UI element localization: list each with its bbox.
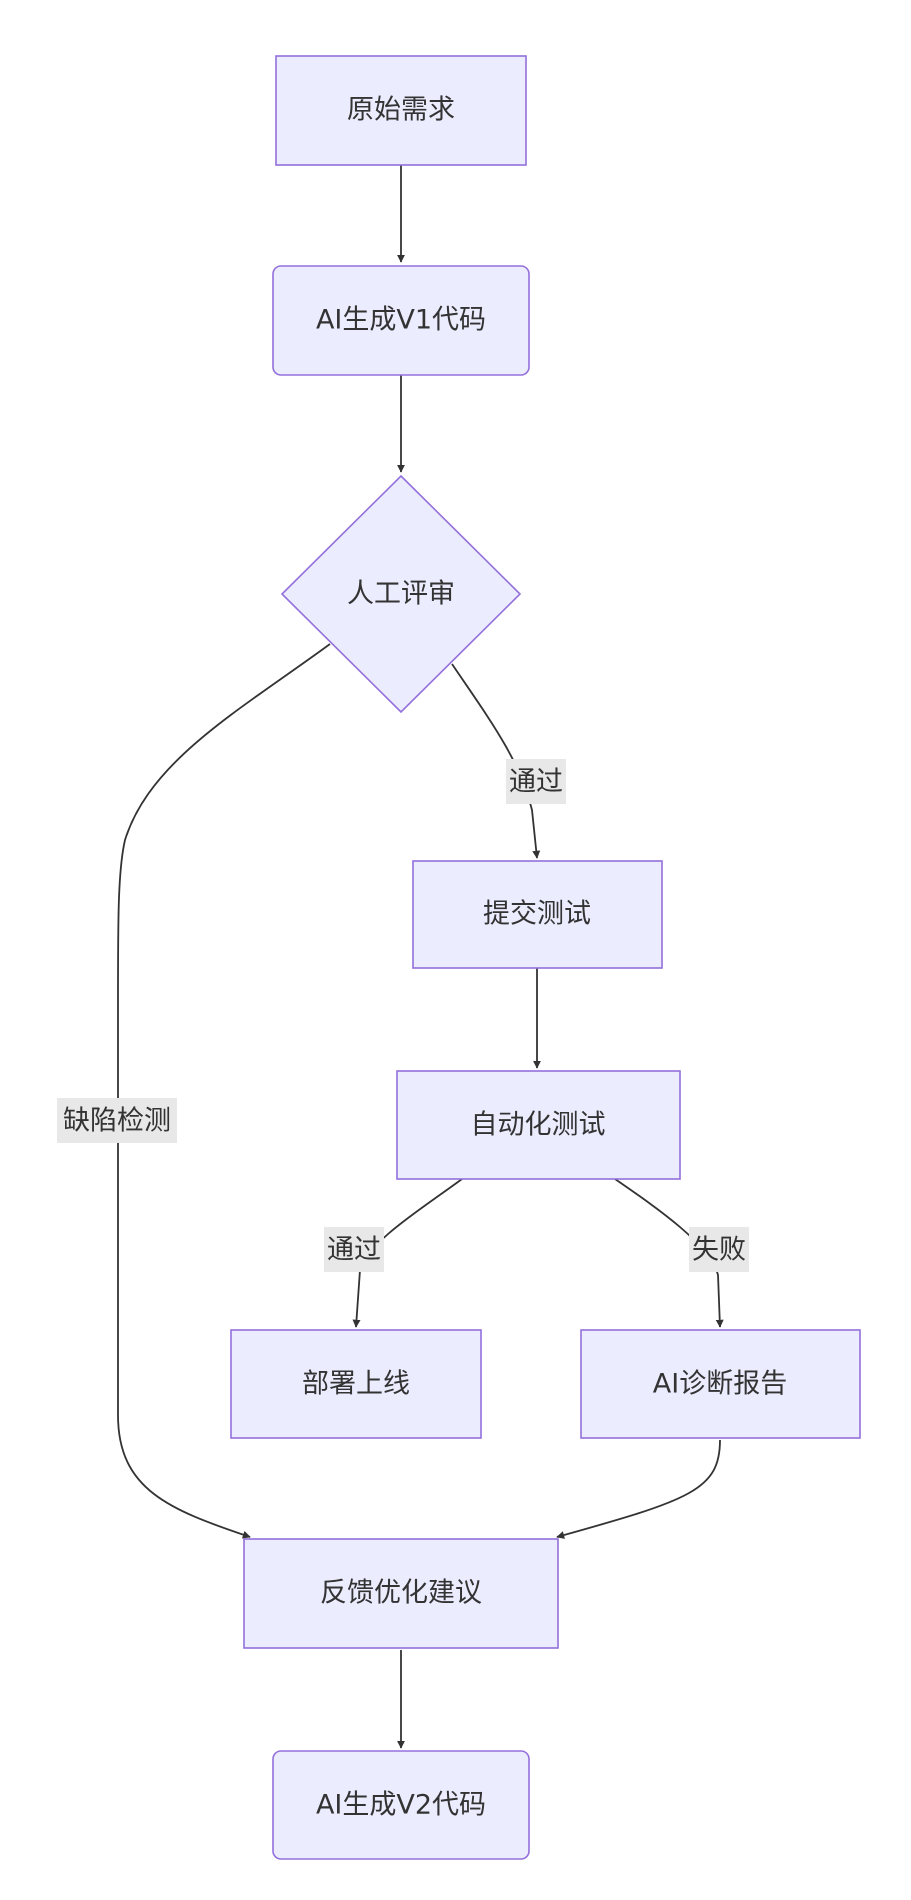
edge-label-defect: 缺陷检测 bbox=[57, 1098, 177, 1143]
node-automated-test: 自动化测试 bbox=[396, 1070, 681, 1180]
node-manual-review-label: 人工评审 bbox=[347, 579, 455, 610]
node-manual-review: 人工评审 bbox=[280, 474, 522, 714]
node-ai-generate-v1: AI生成V1代码 bbox=[272, 265, 530, 376]
node-original-requirement-label: 原始需求 bbox=[347, 95, 455, 126]
edge-diagnose-to-feedback bbox=[556, 1439, 721, 1539]
edge-labels: 通过 缺陷检测 通过 失败 bbox=[57, 759, 749, 1272]
edges bbox=[117, 165, 724, 1749]
edge-label-review-pass-text: 通过 bbox=[509, 767, 563, 798]
edge-label-test-fail-text: 失败 bbox=[692, 1235, 746, 1266]
node-ai-generate-v1-label: AI生成V1代码 bbox=[316, 305, 486, 336]
node-feedback-suggestions: 反馈优化建议 bbox=[243, 1538, 559, 1649]
node-deploy: 部署上线 bbox=[230, 1329, 482, 1439]
node-ai-diagnosis-report-label: AI诊断报告 bbox=[653, 1369, 787, 1400]
node-automated-test-label: 自动化测试 bbox=[471, 1110, 606, 1141]
edge-label-test-fail: 失败 bbox=[689, 1227, 749, 1272]
edge-review-to-feedback bbox=[117, 643, 331, 1539]
edge-label-test-pass-text: 通过 bbox=[327, 1235, 381, 1266]
node-ai-generate-v2: AI生成V2代码 bbox=[272, 1750, 530, 1860]
edge-label-defect-text: 缺陷检测 bbox=[63, 1106, 171, 1137]
node-ai-generate-v2-label: AI生成V2代码 bbox=[316, 1790, 486, 1821]
node-original-requirement: 原始需求 bbox=[275, 55, 527, 166]
edge-label-review-pass: 通过 bbox=[506, 759, 566, 804]
edge-label-test-pass: 通过 bbox=[324, 1227, 384, 1272]
node-ai-diagnosis-report: AI诊断报告 bbox=[580, 1329, 861, 1439]
nodes: 原始需求 AI生成V1代码 人工评审 提交测试 自动化测试 部署上线 AI诊断报… bbox=[230, 55, 861, 1860]
node-submit-test: 提交测试 bbox=[412, 860, 663, 969]
node-submit-test-label: 提交测试 bbox=[483, 899, 591, 930]
node-feedback-suggestions-label: 反馈优化建议 bbox=[320, 1578, 482, 1609]
node-deploy-label: 部署上线 bbox=[302, 1369, 410, 1400]
